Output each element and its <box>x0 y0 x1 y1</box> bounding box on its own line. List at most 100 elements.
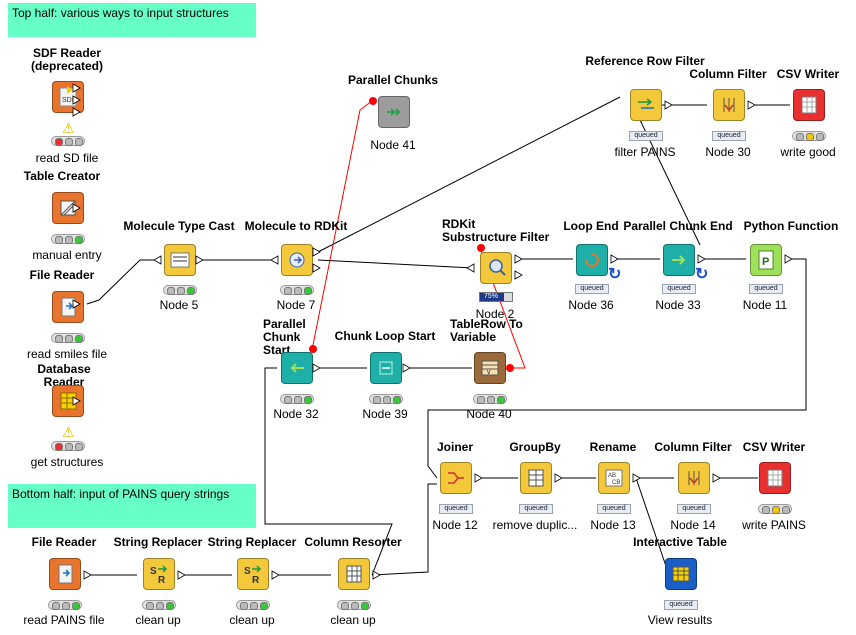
node-title: Joiner <box>436 440 473 454</box>
csv-writer-icon[interactable] <box>759 462 791 494</box>
node-caption: Node 7 <box>276 298 316 312</box>
joiner-icon[interactable] <box>440 462 472 494</box>
sdf-reader-icon[interactable]: SDF <box>52 81 84 113</box>
column-resorter-icon[interactable] <box>338 558 370 590</box>
type-cast-icon[interactable] <box>164 244 196 276</box>
progress-bar: 75% <box>479 292 513 302</box>
reference-row-filter-icon[interactable] <box>630 89 662 121</box>
parallel-chunk-end-icon[interactable] <box>663 244 695 276</box>
svg-text:S: S <box>244 566 251 577</box>
svg-text:AB: AB <box>608 473 616 479</box>
node-caption: write PAINS <box>742 518 806 532</box>
python-function-icon[interactable]: P <box>750 244 782 276</box>
svg-text:S: S <box>150 566 157 577</box>
node-caption: Node 32 <box>273 407 319 421</box>
node-title: TableRow To Variable <box>450 317 523 344</box>
node-title: Loop End <box>563 219 619 233</box>
svg-text:P: P <box>762 256 769 268</box>
svg-text:R: R <box>252 575 260 586</box>
node-title: File Reader <box>31 535 97 549</box>
node-caption: get structures <box>30 455 104 469</box>
wire <box>427 258 807 479</box>
status-traffic-light <box>48 600 82 610</box>
node-caption: Node 5 <box>159 298 199 312</box>
node-caption: manual entry <box>32 248 102 262</box>
node-title: GroupBy <box>509 440 561 454</box>
node-title: Molecule Type Cast <box>123 219 235 233</box>
node-title: Parallel Chunk End <box>623 219 733 233</box>
groupby-icon[interactable] <box>520 462 552 494</box>
wire <box>264 367 393 576</box>
status-queued-label: queued <box>677 504 711 514</box>
node-title: RDKit Substructure Filter <box>442 217 550 244</box>
database-reader-icon[interactable] <box>52 385 84 417</box>
node-title: File Reader <box>29 268 95 282</box>
status-queued-label: queued <box>439 504 473 514</box>
node-title: CSV Writer <box>776 67 840 81</box>
parallel-chunk-start-icon[interactable] <box>281 352 313 384</box>
node-title: CSV Writer <box>742 440 806 454</box>
node-title: String Replacer <box>207 535 297 549</box>
wire <box>317 96 621 253</box>
node-caption: read smiles file <box>26 347 108 361</box>
node-title: Python Function <box>743 219 839 233</box>
variable-port <box>477 244 485 252</box>
variable-port <box>369 97 377 105</box>
rdkit-convert-icon[interactable] <box>281 244 313 276</box>
node-caption: clean up <box>330 613 376 627</box>
status-queued-label: queued <box>662 284 696 294</box>
substructure-filter-icon[interactable] <box>480 252 512 284</box>
wire <box>86 259 160 305</box>
node-title: Column Resorter <box>304 535 402 549</box>
status-queued-label: queued <box>664 600 698 610</box>
node-title: String Replacer <box>113 535 203 549</box>
warning-icon: ⚠ <box>62 424 75 440</box>
file-reader-icon[interactable] <box>52 291 84 323</box>
status-queued-label: queued <box>629 131 663 141</box>
node-title: Parallel Chunks <box>347 73 439 87</box>
node-caption: read PAINS file <box>23 613 105 627</box>
status-queued-label: queued <box>575 284 609 294</box>
node-caption: Node 12 <box>432 518 478 532</box>
status-traffic-light <box>142 600 176 610</box>
loop-icon: ↻ <box>608 266 622 283</box>
node-title: Column Filter <box>689 67 767 81</box>
parallel-chunks-icon[interactable] <box>378 96 410 128</box>
wire <box>635 477 669 573</box>
wire <box>317 259 474 269</box>
csv-writer-icon[interactable] <box>793 89 825 121</box>
node-caption: Node 39 <box>362 407 408 421</box>
status-traffic-light <box>473 394 507 404</box>
svg-text:SDF: SDF <box>62 97 76 104</box>
node-caption: write good <box>780 145 836 159</box>
node-caption: Node 30 <box>705 145 751 159</box>
status-traffic-light <box>163 285 197 295</box>
node-title: Interactive Table <box>633 535 727 549</box>
node-caption: Node 36 <box>568 298 614 312</box>
status-queued-label: queued <box>597 504 631 514</box>
loop-icon: ↻ <box>695 266 709 283</box>
status-traffic-light <box>758 504 792 514</box>
status-traffic-light <box>51 234 85 244</box>
status-traffic-light <box>280 394 314 404</box>
chunk-loop-start-icon[interactable] <box>370 352 402 384</box>
wire <box>371 483 437 576</box>
node-caption: Node 2 <box>475 307 515 321</box>
status-traffic-light <box>792 131 826 141</box>
node-title: Column Filter <box>654 440 732 454</box>
file-reader-icon[interactable] <box>49 558 81 590</box>
node-caption: View results <box>647 613 713 627</box>
node-caption: filter PAINS <box>614 145 676 159</box>
interactive-table-icon[interactable] <box>665 558 697 590</box>
table-creator-icon[interactable] <box>52 192 84 224</box>
tablerow-to-variable-icon[interactable]: v <box>474 352 506 384</box>
column-filter-icon[interactable] <box>713 89 745 121</box>
status-traffic-light <box>280 285 314 295</box>
loop-end-icon[interactable] <box>576 244 608 276</box>
column-filter-icon[interactable] <box>678 462 710 494</box>
